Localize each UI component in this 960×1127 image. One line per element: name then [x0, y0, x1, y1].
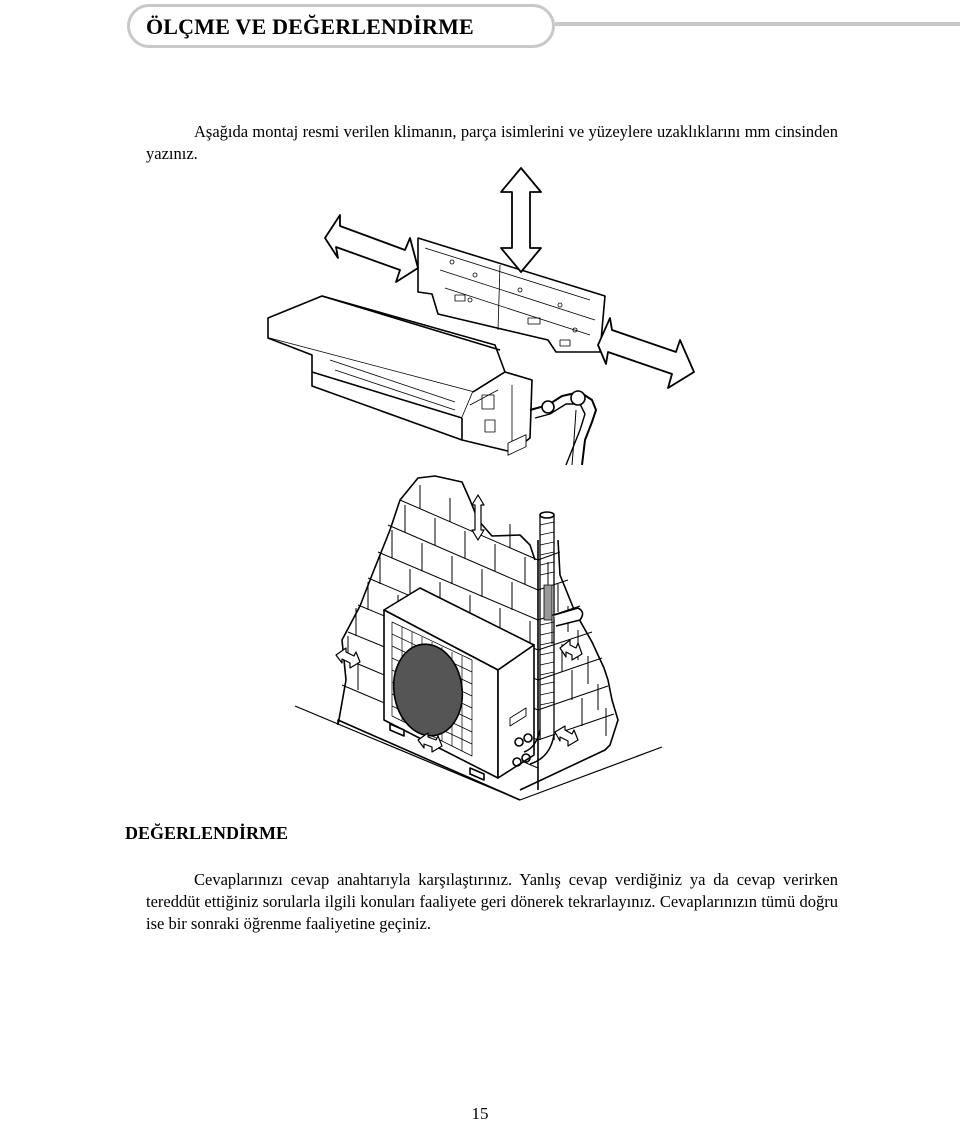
outdoor-unit	[294, 434, 663, 801]
intro-paragraph: Aşağıda montaj resmi verilen klimanın, p…	[146, 121, 838, 165]
title-rule	[555, 22, 960, 26]
intro-text: Aşağıda montaj resmi verilen klimanın, p…	[146, 122, 838, 163]
evaluation-text: Cevaplarınızı cevap anahtarıyla karşılaş…	[146, 870, 838, 933]
evaluation-paragraph: Cevaplarınızı cevap anahtarıyla karşılaş…	[146, 869, 838, 935]
indoor-unit	[267, 167, 695, 466]
page-number: 15	[471, 1104, 489, 1123]
evaluation-heading: DEĞERLENDİRME	[125, 823, 289, 843]
page-title: ÖLÇME VE DEĞERLENDİRME	[146, 14, 474, 39]
title-frame	[127, 4, 555, 48]
